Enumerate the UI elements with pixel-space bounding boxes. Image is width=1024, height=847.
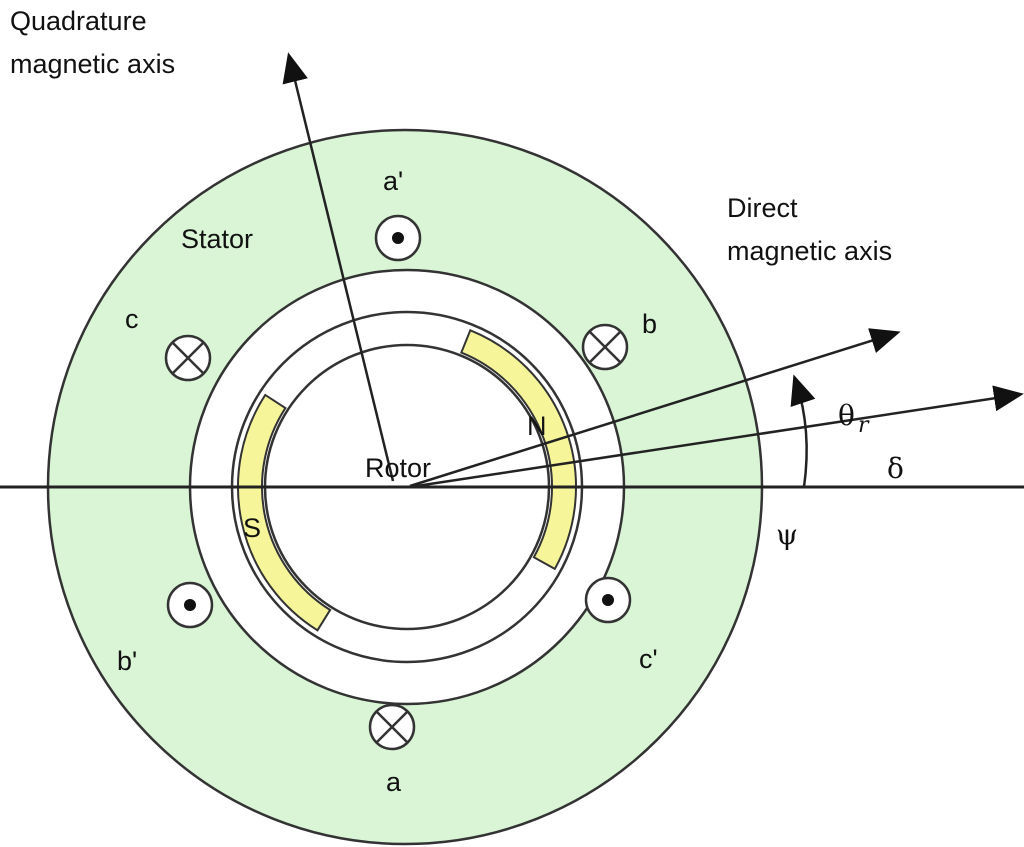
direct-axis-arrow	[409, 328, 901, 488]
psi-label: ψ	[776, 518, 798, 551]
direct-axis-label-line1: Direct	[727, 193, 798, 223]
north-pole-label: N	[527, 411, 547, 441]
slot-label-c: c	[125, 304, 139, 334]
north-magnet	[460, 329, 577, 571]
slot-b-prime	[166, 581, 214, 629]
slot-label-c-prime: c'	[639, 644, 658, 674]
delta-label: δ	[887, 452, 904, 485]
slot-label-b-prime: b'	[117, 646, 137, 676]
quadrature-axis-label-line1: Quadrature	[10, 6, 147, 36]
slot-a	[368, 703, 416, 751]
current-in-cross-icon	[588, 330, 622, 364]
rotor-label: Rotor	[365, 453, 431, 483]
slot-label-b: b	[642, 309, 657, 339]
direct-axis-label-line2: magnetic axis	[727, 236, 892, 266]
slot-b	[581, 323, 629, 371]
theta-label: θ	[838, 399, 855, 432]
current-out-dot-icon	[184, 599, 196, 611]
stator-label: Stator	[181, 224, 253, 254]
theta-subscript: r	[858, 413, 870, 438]
current-in-cross-icon	[375, 710, 409, 744]
south-magnet	[237, 393, 332, 632]
angle-arc-arrow	[790, 374, 816, 488]
slot-a-prime	[374, 214, 422, 262]
slot-label-a-prime: a'	[383, 166, 403, 196]
rotor-angle-arrow	[409, 385, 1024, 489]
slot-label-a: a	[386, 767, 402, 797]
quadrature-axis-arrow	[282, 52, 395, 482]
quadrature-axis-label-line2: magnetic axis	[10, 49, 175, 79]
current-out-dot-icon	[392, 232, 404, 244]
current-out-dot-icon	[602, 594, 614, 606]
south-pole-label: S	[243, 513, 261, 543]
slot-c-prime	[584, 576, 632, 624]
current-in-cross-icon	[171, 341, 205, 375]
slot-c	[164, 334, 212, 382]
